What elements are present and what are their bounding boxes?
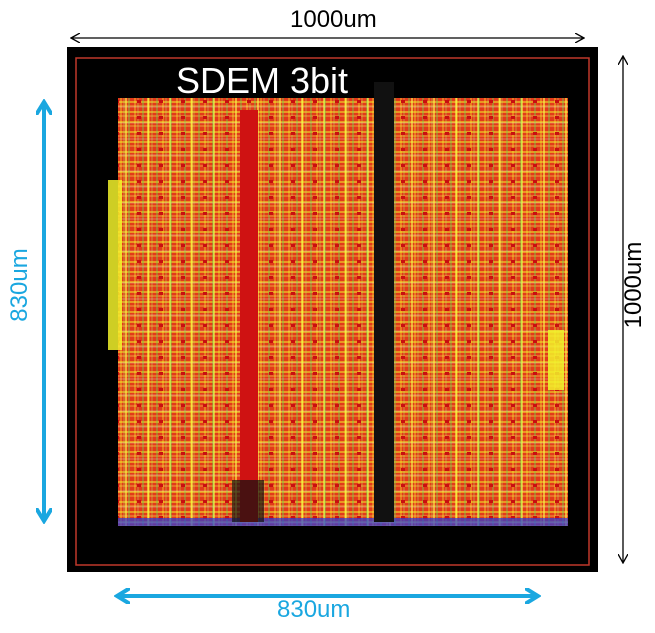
die-border <box>75 57 590 566</box>
core-routing-area <box>108 98 568 526</box>
right-dimension-label: 1000um <box>620 241 647 329</box>
chip-title: SDEM 3bit <box>176 60 349 101</box>
bottom-dimension-label: 830um <box>277 596 351 623</box>
left-dimension-label: 830um <box>6 248 33 322</box>
top-dimension-label: 1000um <box>290 6 377 33</box>
dark-routing-channels <box>232 82 394 522</box>
